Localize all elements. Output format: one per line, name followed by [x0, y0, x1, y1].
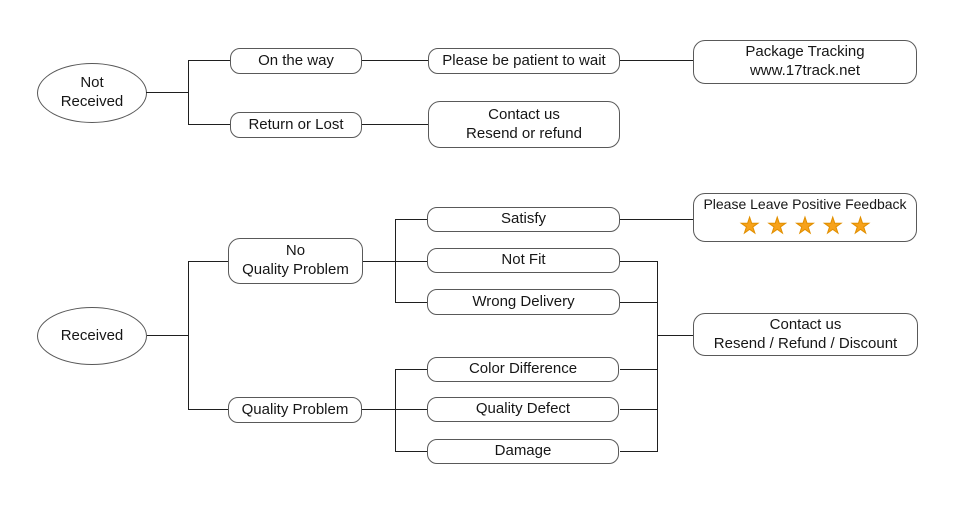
node-label: Received [60, 93, 124, 110]
node-contact-resend-refund-discount: Contact us Resend / Refund / Discount [693, 313, 918, 356]
node-not-received: Not Received [37, 63, 147, 123]
node-label: On the way [258, 51, 334, 69]
node-please-be-patient: Please be patient to wait [428, 48, 620, 74]
node-damage: Damage [427, 439, 619, 464]
connector-satisfy-out [620, 219, 693, 221]
tracking-url: www.17track.net [749, 62, 861, 79]
node-quality-problem: Quality Problem [228, 397, 362, 423]
connector-quality-defect-out [620, 409, 657, 411]
node-label: Color Difference [468, 360, 578, 378]
node-label: Satisfy [500, 210, 546, 228]
node-not-fit: Not Fit [427, 248, 620, 273]
connector-satisfy-in [395, 219, 427, 221]
node-label: Not [80, 74, 104, 92]
connector-no-quality-fork [395, 219, 397, 303]
node-label: Received [60, 326, 124, 344]
connector-please-wait-out [620, 60, 693, 62]
connector-damage-in [395, 451, 427, 453]
node-label: Resend or refund [466, 124, 582, 142]
connector-damage-out [620, 451, 657, 453]
node-label: Please be patient to wait [442, 51, 606, 69]
node-satisfy: Satisfy [427, 207, 620, 232]
node-contact-resend-refund: Contact us Resend or refund [428, 101, 620, 148]
node-label: Quality Problem [241, 400, 349, 418]
node-label: Quality Defect [475, 400, 571, 418]
connector-no-quality-in [188, 261, 228, 263]
node-label: Please Leave Positive Feedback [703, 196, 907, 213]
node-label: Damage [494, 442, 552, 460]
connector-not-fit-out [620, 261, 657, 263]
node-positive-feedback: Please Leave Positive Feedback ★★★★★ [693, 193, 917, 242]
node-label: Package Tracking [745, 43, 865, 61]
connector-not-received-branch [188, 60, 190, 125]
node-wrong-delivery: Wrong Delivery [427, 289, 620, 315]
node-package-tracking: Package Tracking www.17track.net [693, 40, 917, 84]
connector-contact-in [657, 335, 693, 337]
connector-return-or-lost-in [188, 124, 230, 126]
node-label: No [285, 242, 306, 260]
connector-wrong-delivery-out [620, 302, 657, 304]
connector-return-or-lost-out [362, 124, 428, 126]
connector-wrong-delivery-in [395, 302, 427, 304]
connector-received-branch [188, 261, 190, 410]
connector-color-difference-out [620, 369, 657, 371]
node-label: Resend / Refund / Discount [713, 334, 898, 352]
connector-quality-in [188, 409, 228, 411]
connector-received-stem [147, 335, 188, 337]
node-return-or-lost: Return or Lost [230, 112, 362, 138]
five-star-rating-icon: ★★★★★ [739, 213, 879, 239]
connector-not-received-stem [146, 92, 188, 94]
node-label: Contact us [488, 105, 560, 123]
connector-color-difference-in [395, 369, 427, 371]
node-quality-defect: Quality Defect [427, 397, 619, 422]
connector-merge-bus [657, 261, 659, 452]
node-received: Received [37, 307, 147, 365]
connector-on-the-way-out [362, 60, 428, 62]
connector-quality-out [362, 409, 427, 411]
node-on-the-way: On the way [230, 48, 362, 74]
node-label: Quality Problem [242, 261, 349, 278]
node-label: Contact us [769, 315, 842, 333]
node-color-difference: Color Difference [427, 357, 619, 382]
node-no-quality-problem: No Quality Problem [228, 238, 363, 284]
connector-on-the-way-in [188, 60, 230, 62]
node-label: Wrong Delivery [472, 292, 575, 310]
connector-quality-fork [395, 369, 397, 452]
node-label: Not Fit [501, 251, 546, 269]
node-label: Return or Lost [248, 115, 344, 133]
